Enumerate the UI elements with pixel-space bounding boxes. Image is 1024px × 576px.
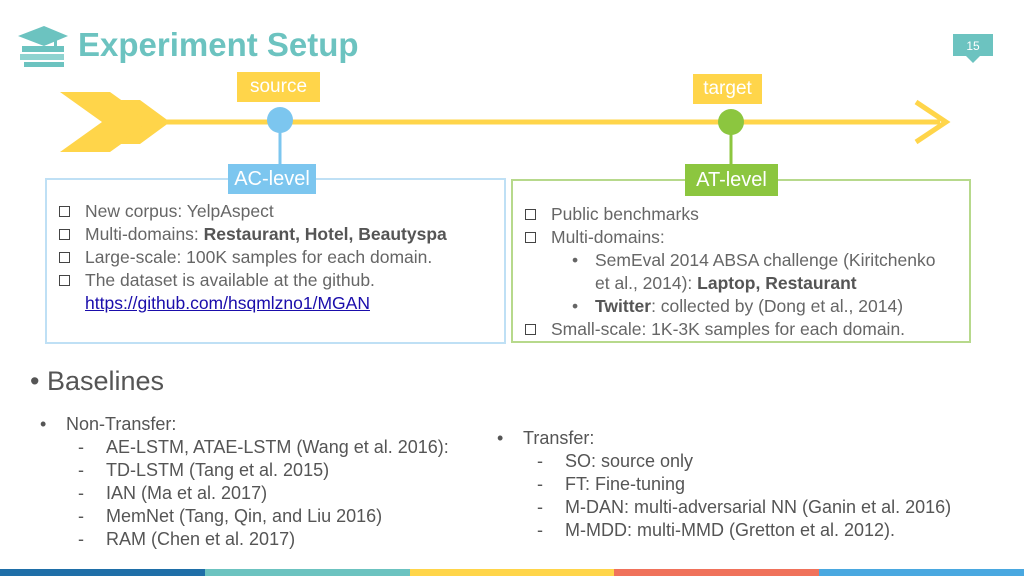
page-number-pointer [966,56,980,63]
list-item: -TD-LSTM (Tang et al. 2015) [78,460,330,480]
square-bullet-icon [59,275,70,286]
footer-stripe-1 [0,569,205,576]
github-link[interactable]: https://github.com/hsqmlzno1/MGAN [85,293,370,313]
square-bullet-icon [525,209,536,220]
square-bullet-icon [59,206,70,217]
list-item: -M-DAN: multi-adversarial NN (Ganin et a… [537,497,952,517]
list-item: Public benchmarks [523,203,969,226]
at-level-label: AT-level [685,164,778,196]
at-level-panel: Public benchmarks Multi-domains: •SemEva… [511,179,971,343]
square-bullet-icon [59,252,70,263]
graduation-cap-books-icon [18,26,68,67]
baselines-heading: • Baselines [30,366,165,396]
transfer-list: •Transfer: -SO: source only -FT: Fine-tu… [497,428,952,540]
source-node-icon [267,107,293,133]
sub-list-item: •SemEval 2014 ABSA challenge (Kiritchenk… [572,250,936,270]
footer-stripe-2 [205,569,410,576]
ac-level-panel: New corpus: YelpAspect Multi-domains: Re… [45,178,506,344]
timeline-arrow-icon [60,92,951,164]
page-title: Experiment Setup [78,26,359,63]
list-item: Small-scale: 1K-3K samples for each doma… [523,318,969,341]
square-bullet-icon [525,324,536,335]
square-bullet-icon [59,229,70,240]
footer-stripe-5 [819,569,1024,576]
footer-stripe-4 [614,569,819,576]
list-item: -MemNet (Tang, Qin, and Liu 2016) [78,506,383,526]
footer-stripe-3 [410,569,614,576]
sub-list-item: •Twitter: collected by (Dong et al., 201… [572,296,904,316]
target-label: target [693,74,762,104]
list-item: -SO: source only [537,451,694,471]
list-item: Multi-domains: [523,226,969,249]
target-node-icon [718,109,744,135]
list-item: -RAM (Chen et al. 2017) [78,529,296,549]
non-transfer-list: •Non-Transfer: -AE-LSTM, ATAE-LSTM (Wang… [40,414,449,549]
list-item: -FT: Fine-tuning [537,474,686,494]
ac-level-label: AC-level [228,164,316,194]
list-item: -M-MDD: multi-MMD (Gretton et al. 2012). [537,520,896,540]
list-item: -AE-LSTM, ATAE-LSTM (Wang et al. 2016): [78,437,449,457]
list-item: Large-scale: 100K samples for each domai… [57,246,504,269]
list-item: The dataset is available at the github. [57,269,504,292]
page-number-badge: 15 [953,34,993,56]
square-bullet-icon [525,232,536,243]
list-item: New corpus: YelpAspect [57,200,504,223]
list-item: -IAN (Ma et al. 2017) [78,483,268,503]
source-label: source [237,72,320,102]
list-item: Multi-domains: Restaurant, Hotel, Beauty… [57,223,504,246]
